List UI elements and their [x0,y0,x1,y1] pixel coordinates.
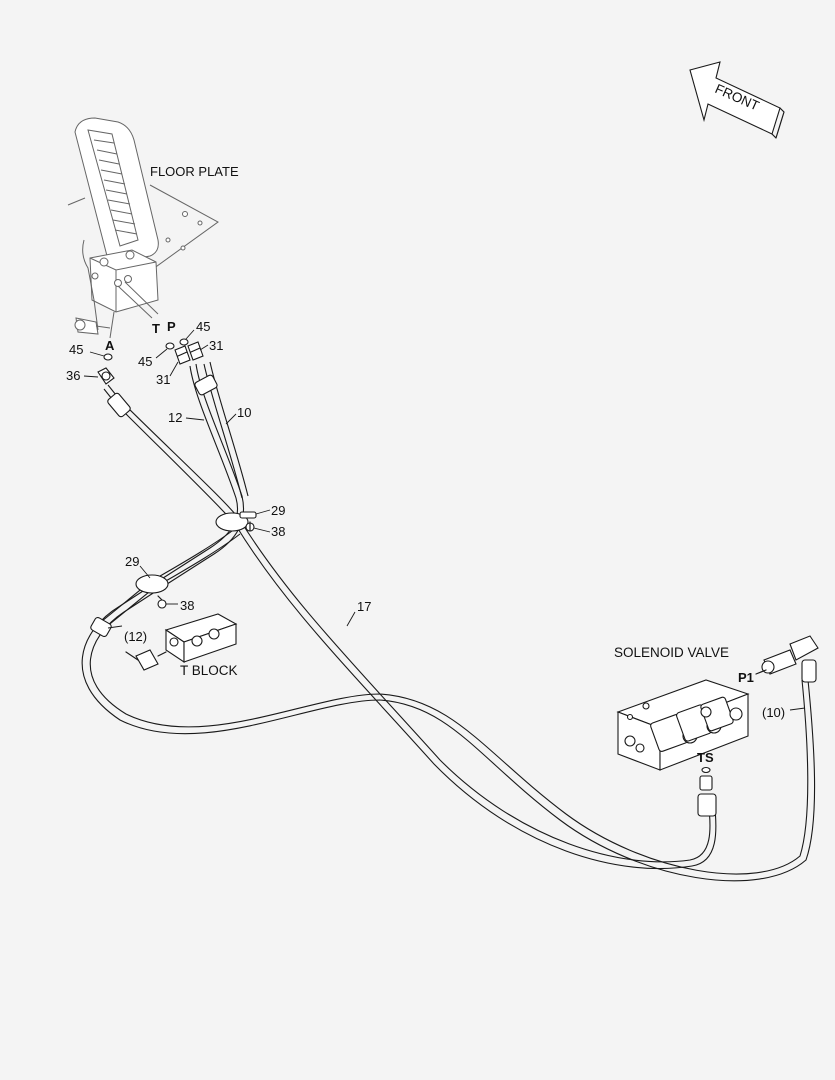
leader-lines [83,329,806,711]
clamp-lower [135,574,169,609]
callout-10-paren: (10) [762,705,785,720]
port-a-label: A [105,338,115,353]
solenoid-valve [616,679,750,771]
callout-36: 36 [66,368,80,383]
fitting-36 [97,367,115,385]
t-block-label: T BLOCK [180,663,238,678]
callout-29-lower: 29 [125,554,139,569]
callout-10: 10 [237,405,251,420]
clamp-upper [215,511,257,532]
o-ring-a [103,353,113,361]
callout-31-right: 31 [209,338,223,353]
port-t-label: T [152,321,160,336]
t-block-fitting [125,649,167,671]
callout-45-left: 45 [69,342,83,357]
front-arrow: FRONT [689,61,785,139]
port-p-label: P [167,319,176,334]
fittings-31 [174,341,204,365]
callout-29-upper: 29 [271,503,285,518]
o-ring-t [165,342,175,350]
ts-fitting [699,766,713,791]
callout-45-p: 45 [196,319,210,334]
p1-fitting [755,635,819,675]
port-p1-label: P1 [738,670,754,685]
callout-12: 12 [168,410,182,425]
callout-38-upper: 38 [271,524,285,539]
floor-plate [67,184,219,301]
callout-38-lower: 38 [180,598,194,613]
callout-12-paren: (12) [124,629,147,644]
floor-plate-label: FLOOR PLATE [150,164,239,179]
pedal-valve [74,117,159,339]
callout-31-left: 31 [156,372,170,387]
t-block [164,613,238,664]
callout-45-t: 45 [138,354,152,369]
callout-17: 17 [357,599,371,614]
hose-fittings [90,374,817,817]
o-ring-p [179,338,189,346]
port-ts-label: TS [697,750,714,765]
solenoid-valve-label: SOLENOID VALVE [614,645,729,660]
callouts: 45 36 45 45 31 31 12 10 29 38 29 38 (12)… [66,319,785,720]
